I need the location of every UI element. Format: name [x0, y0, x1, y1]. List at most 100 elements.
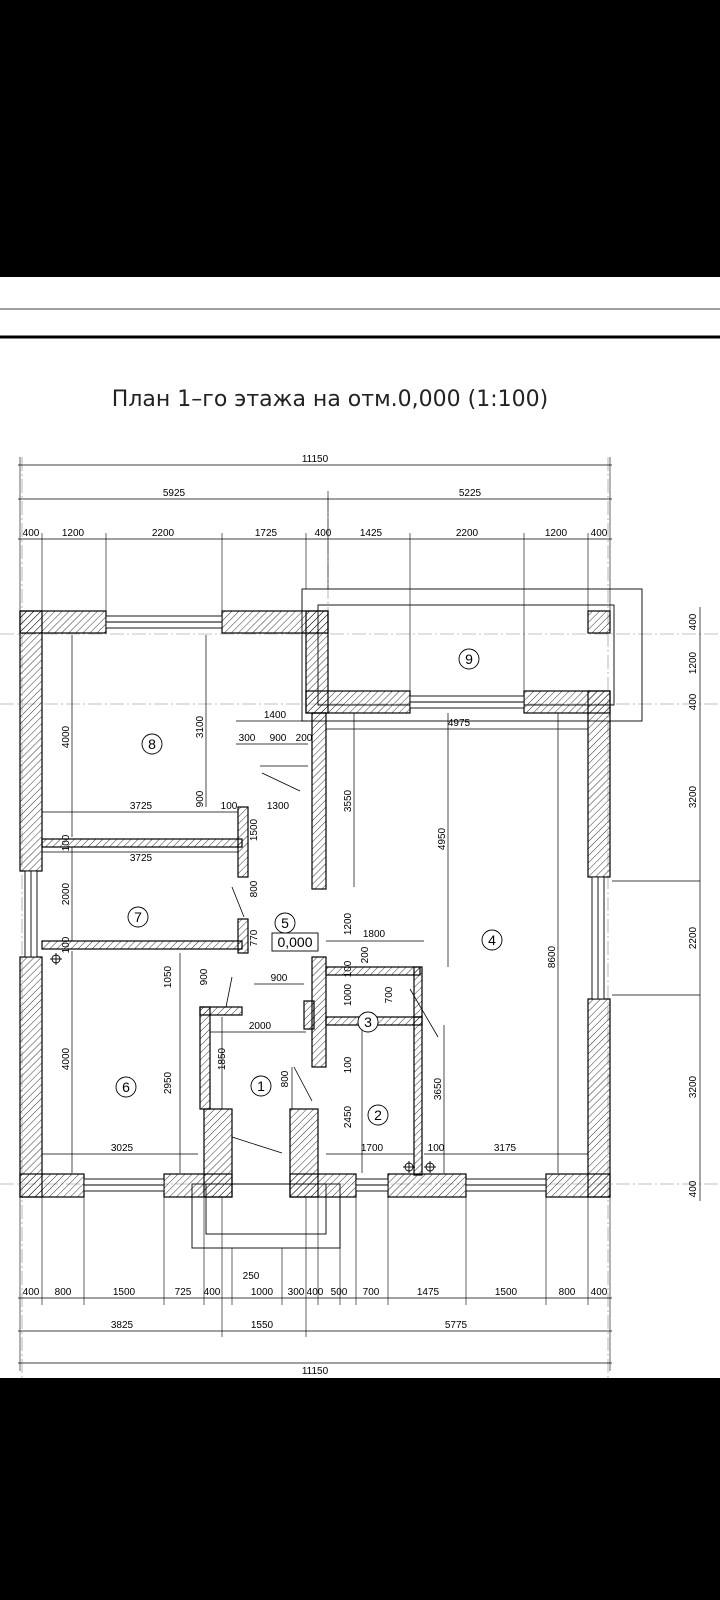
dim-interior: 1500 — [249, 818, 260, 841]
wall-bottom-left — [19, 1173, 85, 1198]
wall-room7-bottom — [41, 940, 243, 950]
dim-bottom-seg: 500 — [331, 1287, 348, 1298]
svg-text:4: 4 — [488, 932, 496, 948]
dim-interior: 900 — [270, 733, 287, 744]
floor-plan-drawing: План 1–го этажа на отм.0,000 (1:100) — [0, 308, 720, 1378]
axis-lines — [0, 457, 720, 1378]
dim-interior: 4000 — [61, 1047, 72, 1070]
dim-interior: 300 — [239, 733, 256, 744]
dim-interior: 700 — [384, 986, 395, 1003]
wall-top-left — [19, 610, 107, 634]
dim-interior: 100 — [428, 1143, 445, 1154]
dim-bottom-seg: 725 — [175, 1287, 192, 1298]
room-marker-6[interactable]: 6 — [115, 1076, 137, 1098]
svg-text:1: 1 — [257, 1078, 265, 1094]
dim-interior: 4950 — [437, 827, 448, 850]
dim-interior: 770 — [249, 929, 260, 946]
extension-lines — [19, 457, 611, 1371]
dim-interior: 100 — [343, 960, 354, 977]
dim-interior: 1300 — [267, 801, 290, 812]
dim-interior: 1700 — [361, 1143, 384, 1154]
wall-right-lower — [587, 998, 611, 1198]
room-marker-8[interactable]: 8 — [141, 733, 163, 755]
dim-interior: 1050 — [163, 965, 174, 988]
room-marker-1[interactable]: 1 — [250, 1075, 272, 1097]
room-marker-7[interactable]: 7 — [127, 906, 149, 928]
room-marker-2[interactable]: 2 — [367, 1104, 389, 1126]
room-marker-9[interactable]: 9 — [458, 648, 480, 670]
dim-bottom-seg: 800 — [55, 1287, 72, 1298]
dim-top-seg: 400 — [591, 528, 608, 539]
dim-top-seg: 1200 — [545, 528, 568, 539]
wall-wc2-right — [413, 1016, 423, 1176]
dim-interior: 3100 — [195, 715, 206, 738]
dim-interior: 3025 — [111, 1143, 134, 1154]
dim-interior: 800 — [249, 880, 260, 897]
dim-top-seg: 1725 — [255, 528, 278, 539]
dim-interior: 3175 — [494, 1143, 517, 1154]
wall-entry-left — [203, 1108, 233, 1198]
svg-text:3: 3 — [364, 1014, 372, 1030]
dim-bottom-part: 5775 — [445, 1320, 468, 1331]
wall-hall-right — [303, 1000, 315, 1030]
room-marker-5[interactable]: 5 — [274, 912, 296, 934]
svg-text:7: 7 — [134, 909, 142, 925]
level-mark-box — [271, 932, 319, 952]
dim-top-seg: 1425 — [360, 528, 383, 539]
dim-interior: 1800 — [363, 929, 386, 940]
dimension-lines — [18, 464, 701, 1364]
svg-text:2: 2 — [374, 1107, 382, 1123]
dim-right: 400 — [688, 693, 699, 710]
dim-right: 2200 — [688, 926, 699, 949]
dim-right: 3200 — [688, 785, 699, 808]
dim-top-seg: 2200 — [152, 528, 175, 539]
wall-top-right — [587, 610, 611, 634]
dim-right: 400 — [688, 1180, 699, 1197]
svg-text:5: 5 — [281, 915, 289, 931]
dim-bottom-seg: 400 — [307, 1287, 324, 1298]
dim-bottom-part: 1550 — [251, 1320, 274, 1331]
dim-interior: 1000 — [343, 983, 354, 1006]
wall-bottom-mid2 — [387, 1173, 467, 1198]
dim-bottom-seg: 1000 — [251, 1287, 274, 1298]
dim-top-seg: 400 — [315, 528, 332, 539]
dim-interior: 800 — [280, 1070, 291, 1087]
windows — [24, 615, 605, 1192]
dimension-texts: 11150 5925 5225 400 1200 2200 1725 400 1… — [23, 454, 699, 1377]
dim-interior: 900 — [195, 790, 206, 807]
dim-overall-bottom: 11150 — [302, 1366, 329, 1377]
dim-interior: 3725 — [130, 853, 153, 864]
dim-right-half: 5225 — [459, 488, 482, 499]
svg-text:8: 8 — [148, 736, 156, 752]
dim-interior: 100 — [61, 936, 72, 953]
room-marker-3[interactable]: 3 — [357, 1011, 379, 1033]
dim-interior: 200 — [360, 946, 371, 963]
level-mark: 0,000 — [277, 934, 312, 950]
dim-bottom-seg: 400 — [23, 1287, 40, 1298]
room-markers: 1 2 3 4 5 — [115, 648, 503, 1126]
dim-interior: 1400 — [264, 710, 287, 721]
dim-right: 400 — [688, 613, 699, 630]
dim-bottom-seg: 700 — [363, 1287, 380, 1298]
dim-top-seg: 2200 — [456, 528, 479, 539]
dim-top-seg: 400 — [23, 528, 40, 539]
walls — [19, 610, 611, 1198]
wall-interior-v1 — [311, 712, 327, 890]
wall-bottom-right — [545, 1173, 611, 1198]
wall-hall-left — [199, 1006, 211, 1110]
wall-terrace-bottom-l — [305, 690, 411, 714]
dim-interior: 100 — [343, 1056, 354, 1073]
wall-left-upper — [19, 610, 43, 872]
dim-interior: 1200 — [343, 912, 354, 935]
dim-interior: 4975 — [448, 718, 471, 729]
dim-top-seg: 1200 — [62, 528, 85, 539]
wall-right-upper — [587, 690, 611, 878]
dim-bottom-part: 3825 — [111, 1320, 134, 1331]
dim-interior: 1850 — [217, 1047, 228, 1070]
door-swings — [225, 772, 439, 1154]
dim-interior: 3550 — [343, 789, 354, 812]
dim-interior: 3650 — [433, 1077, 444, 1100]
dim-interior: 900 — [199, 968, 210, 985]
room-marker-4[interactable]: 4 — [481, 929, 503, 951]
